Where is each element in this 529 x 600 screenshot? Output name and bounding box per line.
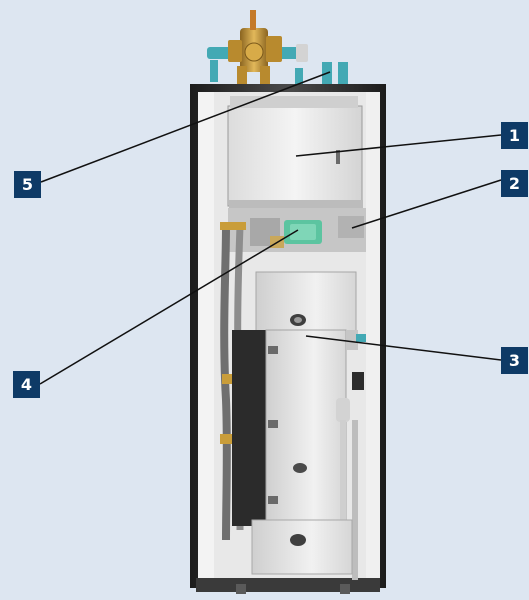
callout-4-label: 4 xyxy=(13,371,40,398)
circulation-pump xyxy=(284,220,322,244)
callout-3-label: 3 xyxy=(501,347,528,374)
rear-cavity xyxy=(232,330,268,526)
callout-2-label: 2 xyxy=(501,170,528,197)
leader-line-5 xyxy=(40,71,331,183)
main-tank xyxy=(265,329,347,525)
control-box xyxy=(227,96,363,208)
lower-drum xyxy=(251,519,353,575)
leader-lines xyxy=(39,71,502,385)
callout-5-label: 5 xyxy=(14,171,41,198)
upper-tank xyxy=(255,271,357,337)
valve-assembly xyxy=(207,10,308,84)
leader-line-2 xyxy=(351,179,502,229)
leader-line-1 xyxy=(295,134,502,157)
leader-line-4 xyxy=(39,229,299,385)
callout-1-label: 1 xyxy=(501,122,528,149)
side-fittings xyxy=(336,330,366,580)
cabinet-feet xyxy=(236,584,350,594)
leader-line-3 xyxy=(305,335,502,361)
top-pipe-stubs xyxy=(295,62,348,94)
